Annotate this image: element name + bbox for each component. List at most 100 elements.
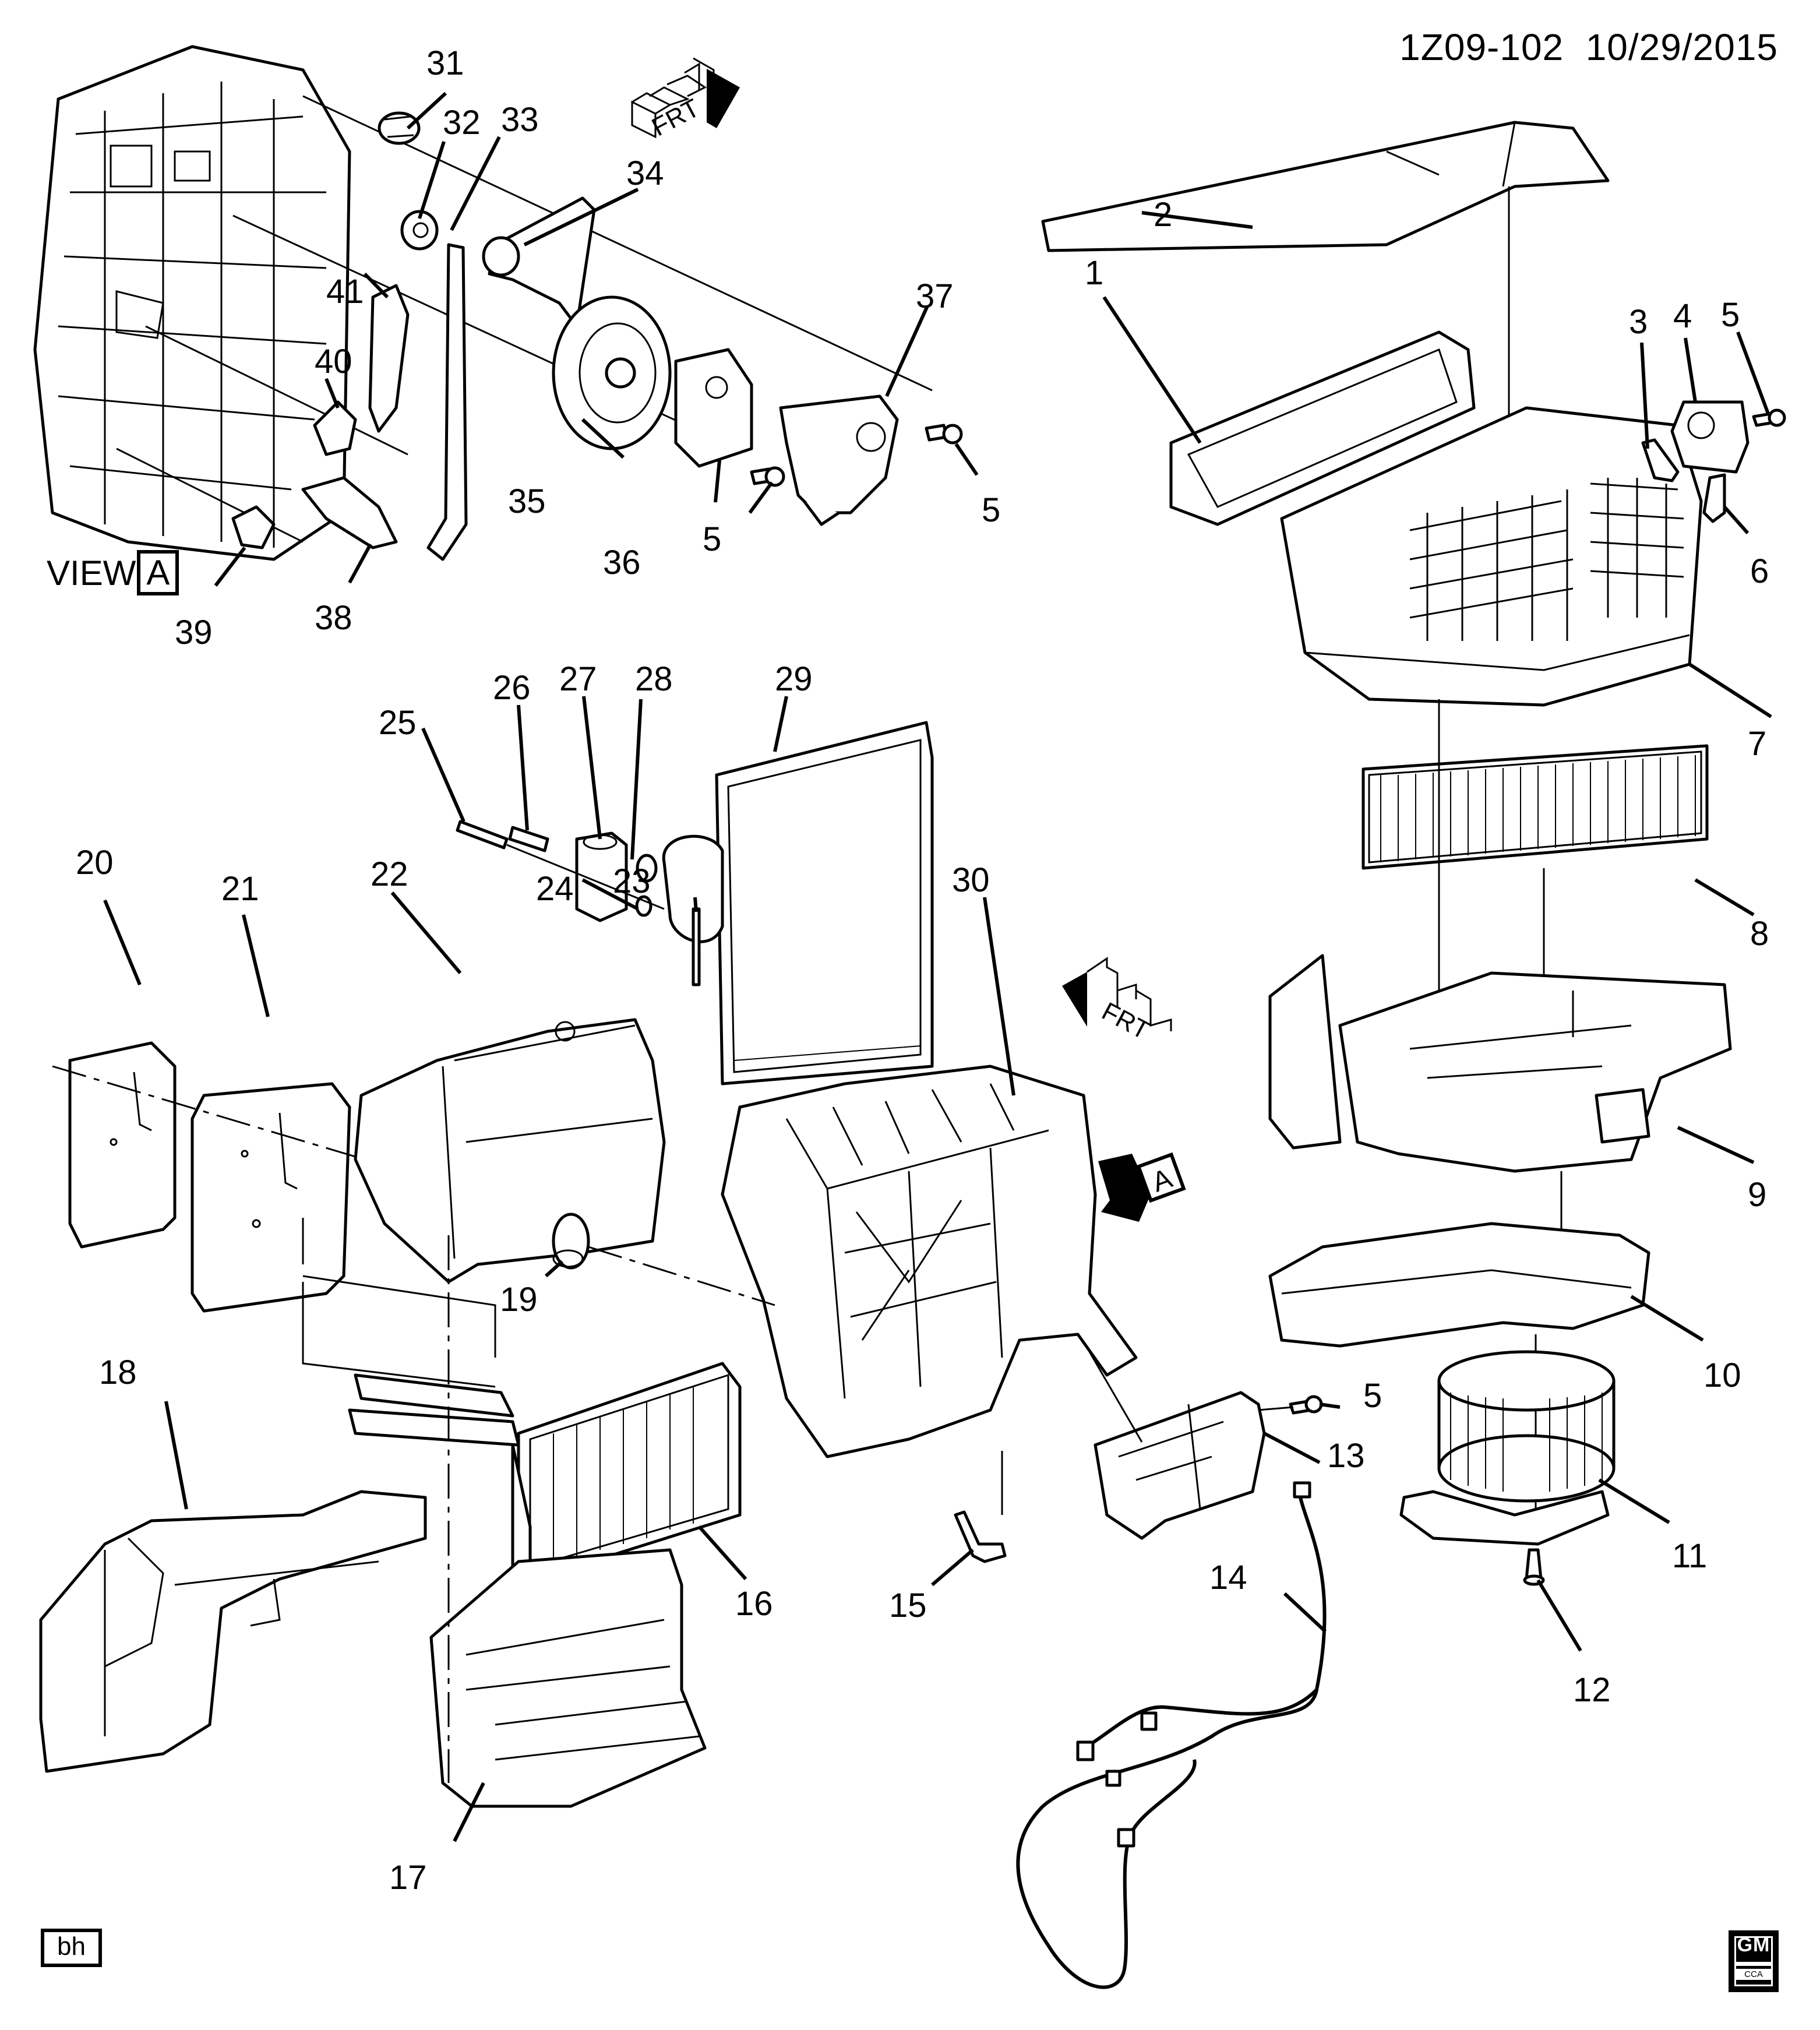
gm-logo-bar [1736, 1962, 1772, 1966]
part-10-blower-scroll[interactable] [1268, 1222, 1650, 1348]
part-6-link[interactable] [1702, 473, 1726, 523]
callout-31[interactable]: 31 [426, 44, 464, 82]
callout-5[interactable]: 5 [982, 491, 1000, 529]
part-5-screw[interactable] [1752, 408, 1786, 427]
assembly-axis [1088, 1351, 1143, 1443]
part-14-wiring-harness[interactable] [1016, 1481, 1327, 1989]
callout-25[interactable]: 25 [379, 704, 417, 742]
part-5-screw[interactable] [925, 424, 963, 445]
callout-41[interactable]: 41 [326, 273, 364, 311]
part-35-valve[interactable] [552, 295, 672, 450]
callout-9[interactable]: 9 [1748, 1176, 1766, 1214]
callout-2[interactable]: 2 [1154, 196, 1172, 234]
callout-3[interactable]: 3 [1629, 303, 1648, 341]
callout-8[interactable]: 8 [1750, 915, 1769, 953]
callout-34[interactable]: 34 [626, 154, 664, 192]
part-12-screw[interactable] [1523, 1548, 1545, 1586]
part-29-evaporator[interactable] [662, 721, 934, 1086]
part-36-actuator[interactable] [674, 348, 753, 468]
part-15-sensor[interactable] [954, 1510, 1007, 1563]
assembly-axis [145, 325, 408, 456]
callout-18[interactable]: 18 [99, 1354, 137, 1391]
part-5-screw[interactable] [1289, 1395, 1323, 1415]
callout-24[interactable]: 24 [536, 870, 574, 908]
part-26-stud[interactable] [508, 826, 549, 852]
view-a-housing [33, 45, 351, 561]
callout-6[interactable]: 6 [1750, 552, 1769, 590]
part-8-cabin-air-filter[interactable] [1362, 744, 1709, 870]
part-40-lever[interactable] [313, 400, 357, 456]
callout-28[interactable]: 28 [635, 660, 673, 698]
part-41-lever[interactable] [368, 284, 410, 433]
part-3-link[interactable] [1641, 438, 1680, 482]
callout-5[interactable]: 5 [703, 520, 721, 558]
part-37-actuator[interactable] [779, 394, 899, 526]
callout-21[interactable]: 21 [221, 870, 259, 908]
callout-40[interactable]: 40 [315, 343, 352, 380]
part-16-heater-core[interactable] [348, 1362, 742, 1581]
callout-38[interactable]: 38 [315, 599, 352, 637]
part-4-actuator[interactable] [1670, 400, 1750, 474]
part-23-seal[interactable] [692, 907, 701, 986]
callout-22[interactable]: 22 [371, 855, 408, 893]
callout-32[interactable]: 32 [443, 104, 481, 142]
part-30-hvac-module-case[interactable] [721, 1065, 1138, 1458]
callout-17[interactable]: 17 [389, 1859, 427, 1897]
part-5-screw[interactable] [750, 466, 785, 487]
part-21-seal[interactable] [191, 1082, 351, 1313]
part-7-upper-blower-case[interactable] [1280, 406, 1703, 707]
part-1-seal[interactable] [1169, 330, 1476, 526]
callout-13[interactable]: 13 [1327, 1437, 1365, 1475]
callout-37[interactable]: 37 [916, 277, 954, 315]
callout-27[interactable]: 27 [559, 660, 597, 698]
callout-7[interactable]: 7 [1748, 725, 1766, 763]
callout-14[interactable]: 14 [1209, 1559, 1247, 1596]
part-34-lever[interactable] [482, 196, 596, 328]
part-22-evaporator-cover[interactable] [354, 1018, 666, 1284]
callout-39[interactable]: 39 [175, 614, 213, 651]
callout-10[interactable]: 10 [1703, 1356, 1741, 1394]
callout-5[interactable]: 5 [1721, 296, 1740, 334]
view-label-letter: A [137, 550, 179, 595]
part-11-blower-motor[interactable] [1399, 1350, 1616, 1546]
part-18-floor-duct[interactable] [39, 1490, 427, 1773]
callout-5[interactable]: 5 [1363, 1377, 1382, 1415]
part-38-lever[interactable] [301, 476, 398, 549]
part-2-duct[interactable] [1041, 121, 1610, 252]
assembly-axis [506, 844, 665, 910]
drawing-date: 10/29/2015 [1585, 26, 1778, 68]
front-direction-indicator: FRT [1062, 957, 1172, 1045]
author-code-box: bh [41, 1929, 102, 1967]
part-9-lower-blower-case[interactable] [1268, 954, 1732, 1173]
callout-4[interactable]: 4 [1673, 297, 1692, 335]
callout-29[interactable]: 29 [775, 660, 813, 698]
part-33-link[interactable] [426, 243, 468, 561]
callout-36[interactable]: 36 [603, 544, 641, 581]
callout-1[interactable]: 1 [1085, 254, 1103, 292]
assembly-axis [588, 1246, 775, 1306]
callout-30[interactable]: 30 [952, 861, 990, 899]
part-28-seal[interactable] [636, 854, 658, 883]
part-31-actuator[interactable] [378, 111, 421, 145]
callout-23[interactable]: 23 [613, 862, 651, 900]
callout-20[interactable]: 20 [76, 844, 114, 882]
part-13-control-module[interactable] [1094, 1391, 1266, 1540]
callout-11[interactable]: 11 [1672, 1537, 1707, 1575]
callout-numbers: 2 1 3 4 5 6 7 8 9 10 11 12 13 14 15 16 1… [76, 44, 1769, 1897]
part-32-actuator[interactable] [400, 210, 439, 251]
callout-26[interactable]: 26 [493, 669, 531, 707]
part-17-heater-core-cover[interactable] [429, 1548, 707, 1808]
callout-35[interactable]: 35 [508, 482, 546, 520]
callout-33[interactable]: 33 [501, 101, 539, 139]
part-19-seal[interactable] [552, 1213, 590, 1270]
callout-19[interactable]: 19 [500, 1281, 538, 1319]
assembly-bracket [302, 1218, 496, 1388]
part-20-seal[interactable] [68, 1041, 177, 1249]
callout-12[interactable]: 12 [1573, 1671, 1611, 1709]
callout-16[interactable]: 16 [735, 1585, 773, 1623]
gm-logo-sub: CCA [1736, 1969, 1772, 1980]
callout-15[interactable]: 15 [889, 1587, 927, 1624]
drawing-header: 1Z09-102 10/29/2015 [1399, 26, 1778, 69]
part-25-bolt[interactable] [456, 820, 509, 850]
part-39-actuator[interactable] [231, 505, 276, 549]
